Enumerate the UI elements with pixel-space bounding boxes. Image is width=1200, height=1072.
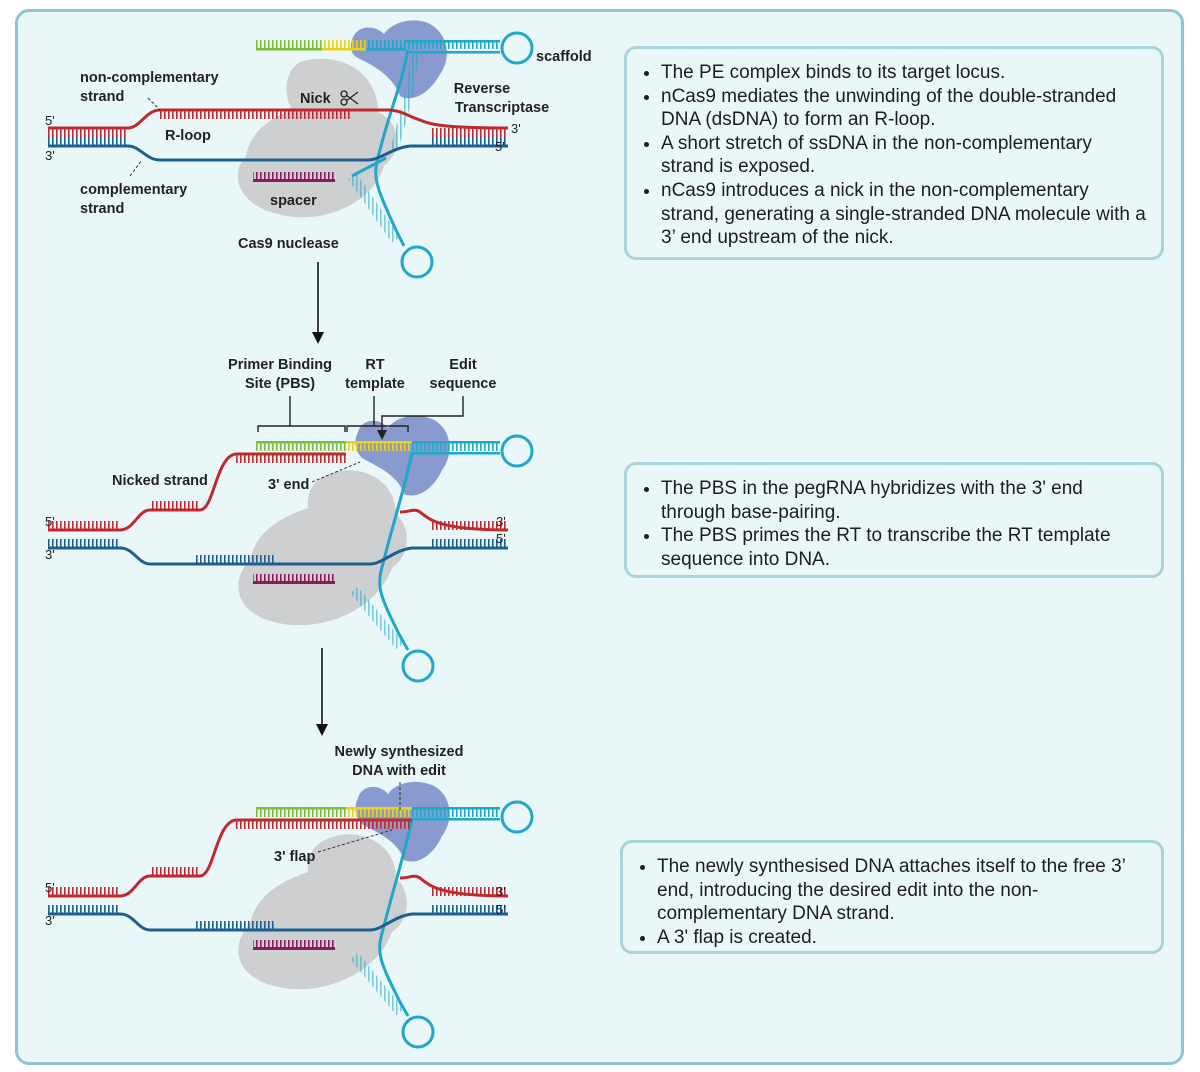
arrow-down-2	[316, 648, 328, 736]
step-1-description-box: The PE complex binds to its target locus…	[624, 46, 1164, 260]
scaffold-loop	[500, 31, 534, 65]
cas9-nuclease-shape	[238, 470, 407, 626]
label-cas9-nuclease: Cas9 nuclease	[238, 236, 339, 252]
reverse-transcriptase-shape	[350, 20, 447, 99]
end-3-right: 3'	[496, 884, 506, 899]
end-5-right: 5'	[495, 139, 505, 154]
label-newly-synthesized-2: DNA with edit	[352, 763, 446, 779]
label-3-flap: 3' flap	[274, 849, 315, 865]
stem-loop	[401, 649, 435, 683]
rt-template-region	[322, 40, 366, 49]
step-2-bullet: The PBS primes the RT to transcribe the …	[661, 524, 1147, 571]
step-3-bullet: A 3' flap is created.	[657, 926, 1147, 950]
nicked-strand	[48, 452, 346, 532]
panel-2-pbs-hybridization: Primer Binding Site (PBS) RT template Ed…	[45, 357, 534, 683]
label-nicked-strand: Nicked strand	[112, 473, 208, 489]
label-edit-1: Edit	[449, 357, 477, 373]
label-scaffold: scaffold	[536, 49, 592, 65]
complementary-strand	[48, 144, 508, 162]
scissors-icon	[340, 90, 359, 106]
end-5-left: 5'	[45, 113, 55, 128]
label-edit-2: sequence	[430, 376, 497, 392]
label-complementary-1: complementary	[80, 182, 187, 198]
step-1-bullet: nCas9 introduces a nick in the non-compl…	[661, 179, 1147, 250]
label-rt-template-2: template	[345, 376, 405, 392]
label-newly-synthesized-1: Newly synthesized	[335, 744, 464, 760]
scaffold-loop	[500, 434, 534, 468]
label-pbs-1: Primer Binding	[228, 357, 332, 373]
rt-template-bracket	[346, 396, 409, 432]
cas9-nuclease-shape	[238, 834, 407, 990]
label-non-complementary-2: strand	[80, 89, 124, 105]
label-reverse-transcriptase-1: Reverse	[454, 81, 510, 97]
pbs-region	[256, 40, 322, 49]
step-1-bullet: The PE complex binds to its target locus…	[661, 61, 1147, 85]
end-3-left: 3'	[45, 913, 55, 928]
panel-1-binding: scaffold Reverse Transcriptase Nick non-…	[45, 20, 592, 279]
label-non-complementary-1: non-complementary	[80, 70, 219, 86]
non-complementary-strand	[48, 108, 509, 130]
label-pbs-2: Site (PBS)	[245, 376, 315, 392]
stem-loop	[400, 245, 434, 279]
end-3-left: 3'	[45, 148, 55, 163]
arrow-down-1	[312, 262, 324, 344]
step-2-bullet: The PBS in the pegRNA hybridizes with th…	[661, 477, 1147, 524]
end-3-right: 3'	[496, 514, 506, 529]
step-2-description-box: The PBS in the pegRNA hybridizes with th…	[624, 462, 1164, 578]
edit-sequence-pointer	[381, 396, 464, 434]
cas9-nuclease-shape	[237, 58, 397, 218]
step-1-bullet: A short stretch of ssDNA in the non-comp…	[661, 132, 1147, 179]
step-1-bullet: nCas9 mediates the unwinding of the doub…	[661, 85, 1147, 132]
step-3-description-box: The newly synthesised DNA attaches itsel…	[620, 840, 1164, 954]
label-rt-template-1: RT	[365, 357, 384, 373]
step-3-bullet: The newly synthesised DNA attaches itsel…	[657, 855, 1147, 926]
label-nick: Nick	[300, 91, 332, 107]
end-3-right: 3'	[511, 121, 521, 136]
end-5-left: 5'	[45, 514, 55, 529]
spacer-strand	[253, 574, 335, 582]
end-3-left: 3'	[45, 547, 55, 562]
stem-loop	[401, 1015, 435, 1049]
scaffold-loop	[500, 800, 534, 834]
label-r-loop: R-loop	[165, 128, 211, 144]
label-3-end: 3' end	[268, 477, 309, 493]
label-spacer: spacer	[270, 193, 317, 209]
spacer-strand	[253, 172, 335, 180]
label-reverse-transcriptase-2: Transcriptase	[455, 100, 549, 116]
label-complementary-2: strand	[80, 201, 124, 217]
end-5-right: 5'	[496, 902, 506, 917]
spacer-strand	[253, 940, 335, 948]
pbs-bracket	[257, 396, 346, 432]
end-5-right: 5'	[496, 531, 506, 546]
edited-strand	[48, 818, 412, 898]
end-5-left: 5'	[45, 880, 55, 895]
panel-3-flap-formation: Newly synthesized DNA with edit 3' flap …	[45, 744, 534, 1049]
reverse-transcriptase-shape	[355, 415, 450, 496]
